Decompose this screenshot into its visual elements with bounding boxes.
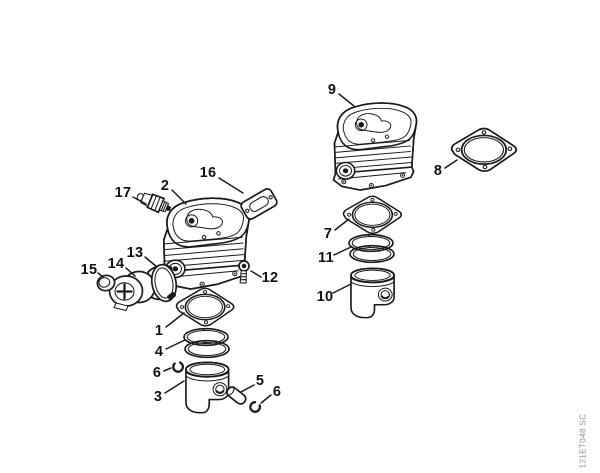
wrist-pin [224,384,249,407]
callout-6-circlip-lower: 6 [272,384,282,400]
callout-15-cover-cap: 15 [80,262,98,278]
callout-8-mount-gasket-right: 8 [433,163,443,179]
leader-line-11-piston-rings-right [333,246,352,256]
leader-line-17-spark-plug [132,196,147,205]
callout-16-exhaust-gasket: 16 [199,165,217,181]
leader-line-1-cylinder-gasket-left [165,312,185,328]
circlip-lower [247,398,264,415]
leader-line-2-cylinder-left [171,189,187,205]
callout-13-intake-clamp: 13 [126,245,144,261]
piston-right [349,267,396,319]
cylinder-right [332,102,418,191]
leader-lines [97,93,458,404]
leader-line-5-wrist-pin [240,384,255,393]
leader-line-3-piston-left [164,380,185,394]
leader-line-15-cover-cap [97,272,104,278]
callout-6-circlip-upper: 6 [152,365,162,381]
diagram-code: 121ET048 SC [578,413,588,469]
leader-line-7-cylinder-gasket-right [334,218,350,231]
callout-12-cylinder-bolt: 12 [261,270,279,286]
piston-rings-left [183,327,230,359]
callout-1-cylinder-gasket-left: 1 [154,323,164,339]
callout-5-wrist-pin: 5 [255,373,265,389]
intake-manifold [108,270,156,312]
mount-gasket-right [450,127,518,172]
leader-line-4-piston-rings-left [165,339,186,350]
callout-17-spark-plug: 17 [114,185,132,201]
callout-9-cylinder-right: 9 [327,82,337,98]
circlip-upper [172,360,185,373]
cylinder-left [161,197,251,290]
callout-10-piston-right: 10 [316,289,334,305]
cylinder-gasket-left [175,287,235,327]
cylinder-gasket-right [342,195,403,235]
leader-line-6-circlip-lower [260,394,272,404]
piston-rings-right [348,233,395,264]
exhaust-gasket [240,188,278,220]
leader-line-10-piston-right [332,283,352,294]
callout-2-cylinder-left: 2 [160,178,170,194]
leader-line-13-intake-clamp [144,256,158,268]
piston-left [184,361,230,414]
callout-11-piston-rings-right: 11 [318,250,334,266]
callout-3-piston-left: 3 [153,389,163,405]
leader-line-6-circlip-upper [163,367,172,372]
cover-cap [96,274,116,292]
leader-line-9-cylinder-right [338,93,355,107]
callout-7-cylinder-gasket-right: 7 [323,226,333,242]
leader-line-8-mount-gasket-right [444,159,458,169]
leader-line-16-exhaust-gasket [218,177,244,194]
callout-4-piston-rings-left: 4 [154,344,164,360]
leader-line-14-intake-manifold [125,267,136,277]
callout-14-intake-manifold: 14 [107,256,125,272]
leader-line-12-cylinder-bolt [250,270,262,278]
intake-clamp [150,263,178,303]
